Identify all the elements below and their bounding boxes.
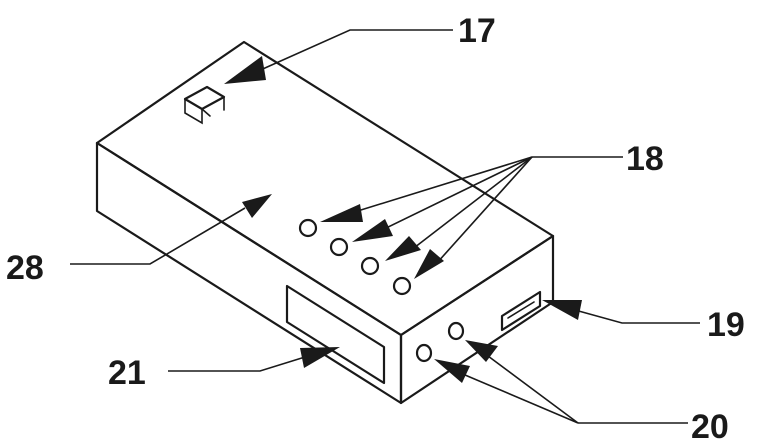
arrow-19 <box>542 300 582 320</box>
display-window <box>285 284 386 385</box>
arrow-18-a <box>320 204 363 222</box>
leader-20-a <box>457 371 579 424</box>
jack <box>415 343 433 363</box>
ref-20-label: 20 <box>691 408 729 446</box>
audio-jacks <box>415 321 465 363</box>
ref-17-label: 17 <box>458 12 496 50</box>
arrow-20-a <box>434 359 470 383</box>
jack <box>447 321 465 341</box>
switch-cap <box>183 85 226 111</box>
indicator-light <box>329 237 349 257</box>
arrow-18-b <box>352 219 393 242</box>
leader-18-b <box>377 156 533 233</box>
arrow-18-d <box>414 249 444 279</box>
leader-17 <box>255 29 453 73</box>
leader-28 <box>70 207 246 265</box>
arrow-17 <box>224 56 266 84</box>
ref-28-label: 28 <box>6 249 44 287</box>
leader-18-c <box>409 156 533 252</box>
ref-19-label: 19 <box>707 306 745 344</box>
arrow-20-b <box>465 340 498 362</box>
port-inner <box>507 301 535 319</box>
leader-lines <box>70 29 700 424</box>
switch-leg <box>201 108 211 117</box>
arrow-21 <box>300 347 340 368</box>
port-housing <box>500 290 542 332</box>
leader-18-d <box>435 156 533 265</box>
indicator-light <box>360 256 380 276</box>
connection-port <box>500 290 542 332</box>
ref-21-label: 21 <box>108 354 146 392</box>
arrow-28 <box>242 194 272 218</box>
indicator-light <box>392 276 412 296</box>
leader-20-b <box>487 355 579 424</box>
top-switch <box>183 85 226 125</box>
indicator-lights <box>298 218 412 296</box>
switch-base <box>184 98 203 125</box>
leader-19 <box>574 309 700 324</box>
leader-21 <box>168 356 306 372</box>
ref-18-label: 18 <box>626 140 664 178</box>
indicator-light <box>298 218 318 238</box>
leader-18-a <box>347 156 533 215</box>
device-top-face <box>95 40 555 337</box>
arrow-18-c <box>385 236 421 261</box>
reference-numerals: 17 18 28 21 19 20 <box>6 12 745 446</box>
